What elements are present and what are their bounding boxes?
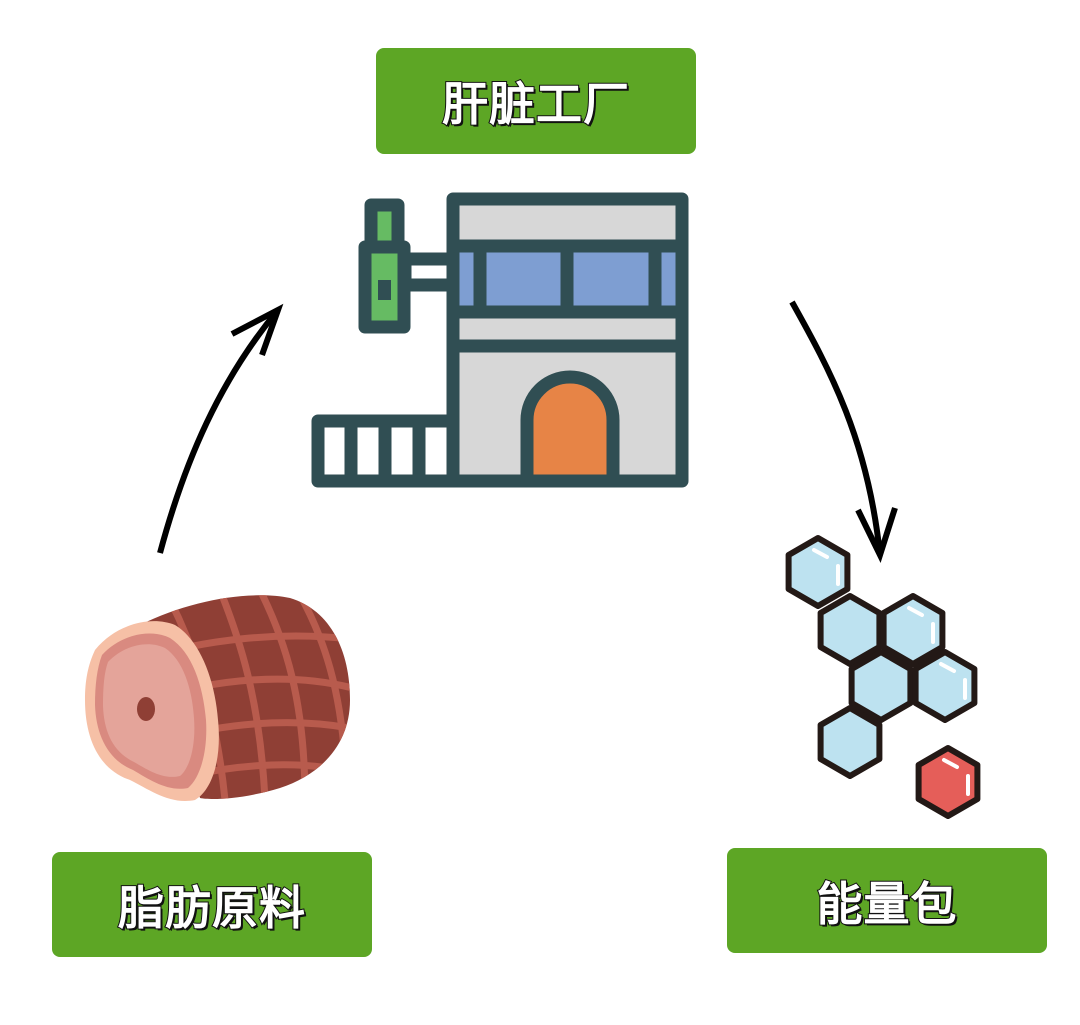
hexagon-shine (907, 606, 935, 644)
hexagon-blue (817, 593, 883, 667)
energy-pack-label-box: 能量包 (727, 848, 1047, 953)
curved-arrow-down-icon (789, 300, 898, 564)
meat-bone (137, 697, 155, 721)
hexagon-blue (817, 705, 883, 779)
hexagon-shine (939, 662, 967, 700)
hexagon-shine (942, 758, 970, 796)
curved-arrow-up-icon (157, 303, 284, 554)
energy-pack-label: 能量包 (816, 876, 958, 932)
hexagon-shine (812, 548, 840, 586)
hexagon-red (915, 745, 981, 819)
factory-door (520, 370, 620, 488)
hexagon-blue (785, 535, 851, 609)
hexagon-blue (848, 649, 914, 723)
fat-material-label-box: 脂肪原料 (52, 852, 372, 957)
hexagon-blue (912, 649, 978, 723)
liver-factory-label-box: 肝脏工厂 (376, 48, 696, 154)
liver-factory-label: 肝脏工厂 (441, 76, 630, 132)
fat-material-label: 脂肪原料 (117, 880, 306, 936)
hexagon-blue (880, 593, 946, 667)
